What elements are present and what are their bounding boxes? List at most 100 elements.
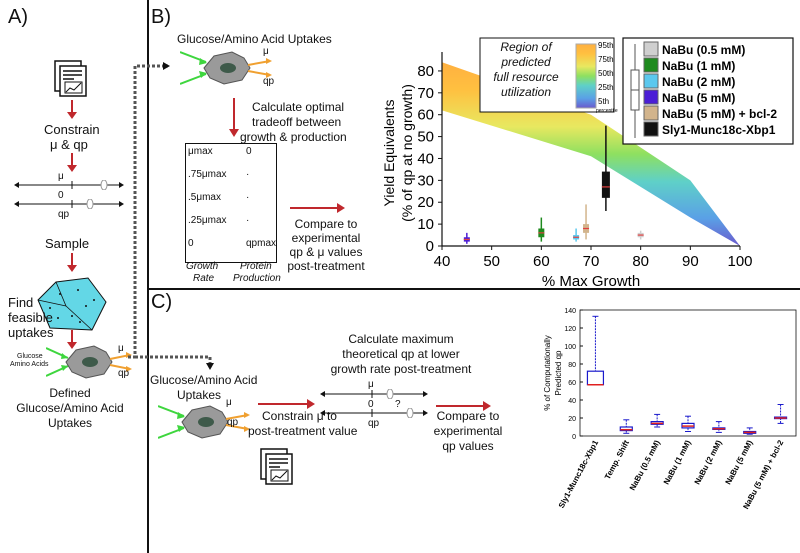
percentile-label: 50th [598,69,614,78]
c-qp-line [320,408,428,418]
panel-c-label: C) [151,291,173,313]
legend-swatch [643,121,659,137]
region-label-1: Region of [500,40,552,54]
table-row-left: .25μmax [188,215,227,226]
mu-number-line [14,180,124,190]
c-compare-1: Compare to [436,409,500,423]
tradeoff-table [185,143,277,263]
percentile-label: 95th [598,41,614,50]
c-calc-2: theoretical qp at lower [342,347,460,361]
c-line-question: ? [395,399,401,410]
c-document-icon [260,448,293,485]
x-tick-label: 100 [727,253,752,270]
y-tick-label: 10 [417,216,434,233]
y-tick-label: 140 [564,308,576,315]
y-tick-label: 0 [426,238,434,255]
panel-b-label: B) [151,6,171,28]
legend-swatch [643,89,659,105]
x-tick-label: 80 [632,253,649,270]
box-body [601,171,610,198]
legend-swatch [643,73,659,89]
c-calc-1: Calculate maximum [348,332,454,346]
cell-icon-a [46,345,132,379]
region-label-2: predicted [501,55,551,69]
arrow-down-3 [67,253,77,272]
growth-header-2: Rate [193,273,215,284]
y-tick-label: 60 [568,380,576,387]
document-icon [54,60,87,97]
x-tick-label: 90 [682,253,699,270]
b-compare-4: post-treatment [287,259,365,273]
legend-entry: Sly1-Munc18c-Xbp1 [662,123,776,137]
polytope-icon [37,277,107,331]
c-uptakes-1: Glucose/Amino Acid [150,373,258,387]
c-arrow-right-1 [258,399,315,409]
y-tick-label: 50 [417,129,434,146]
zero-axis-label: 0 [58,190,64,201]
y-tick-label: 30 [417,172,434,189]
x-tick-label: 60 [533,253,550,270]
region-label-3: full resource [493,70,559,84]
amino-acids-label: Amino Acids [10,361,49,368]
cell-a-qp: qp [118,368,130,379]
box-body [619,426,633,432]
divider-vertical [147,0,149,553]
y-tick-label: 40 [417,150,434,167]
c-line-qp: qp [368,418,380,429]
qp-number-line [14,199,124,209]
b-compare-3: qp & μ values [289,245,363,259]
legend-entry: NaBu (5 mM) [662,91,735,105]
c-constrain-1: Constrain μ to [262,409,337,423]
mu-axis-label: μ [58,171,64,182]
region-legend-swatch [575,43,597,109]
c-mu-line [320,389,428,399]
legend-entry: NaBu (1 mM) [662,59,735,73]
y-tick-label: 20 [417,194,434,211]
y-tick-label: 60 [417,107,434,124]
c-calc-3: growth rate post-treatment [330,362,472,376]
x-tick-label: 70 [583,253,600,270]
category-label: NaBu (1 mM) [662,438,693,486]
percentile-label: 75th [598,55,614,64]
mu-qp-label: μ & qp [50,137,88,152]
c-line-mu: μ [368,379,374,390]
panel-a-label: A) [8,6,28,28]
b-calc-1: Calculate optimal [252,100,345,114]
category-label: Sly1-Munc18c-Xbp1 [557,438,601,509]
find-label: Find [8,295,34,310]
glucose-label: Glucose [17,353,43,360]
cell-icon-c [158,405,250,439]
defined-label-1: Defined [49,386,91,400]
y-tick-label: 100 [564,344,576,351]
arrow-down-1 [67,100,77,119]
b-calc-2: tradeoff between [252,115,342,129]
legend-swatch [643,41,659,57]
y-axis-label-2: (% of qp at no growth) [399,84,415,222]
defined-label-2: Glucose/Amino Acid [16,401,124,415]
y-tick-label: 70 [417,85,434,102]
legend-entry: NaBu (0.5 mM) [662,43,745,57]
c-constrain-2: post-treatment value [248,424,358,438]
x-axis-label: % Max Growth [542,273,640,288]
c-mu: μ [226,397,232,408]
c-qp: qp [227,417,239,428]
c-line-zero: 0 [368,399,374,410]
divider-horizontal [147,288,800,290]
c-compare-3: qp values [442,439,494,453]
x-tick-label: 40 [434,253,451,270]
legend-swatch [643,57,659,73]
y-tick-label: 40 [568,398,576,405]
box-body [586,370,605,386]
cell-a-mu: μ [118,343,124,354]
y-tick-label: 0 [572,434,576,441]
table-row-left: μmax [188,146,213,157]
b-uptakes-title: Glucose/Amino Acid Uptakes [177,32,332,46]
b-arrow-down [229,98,239,137]
percentile-label: 25th [598,83,614,92]
uptakes-label: uptakes [8,325,54,340]
category-label: Temp. Shift [603,438,631,480]
y-tick-label: 20 [568,416,576,423]
